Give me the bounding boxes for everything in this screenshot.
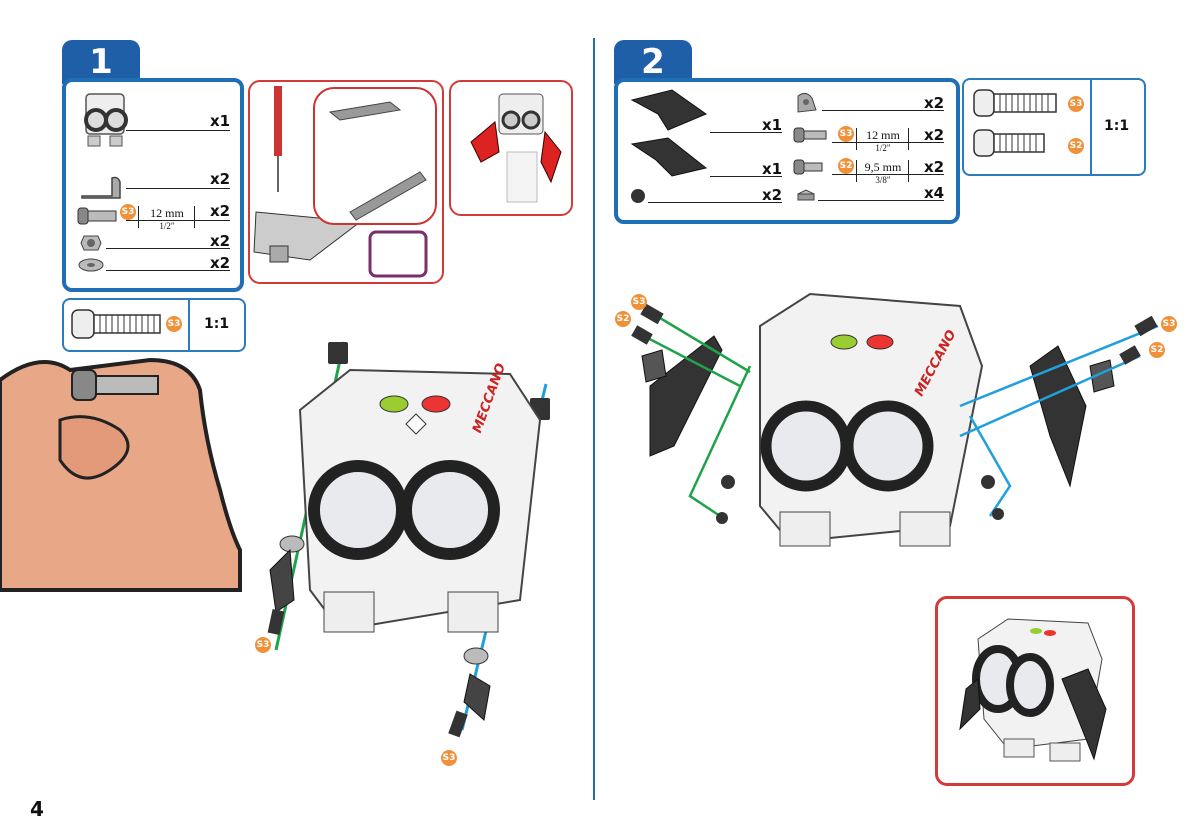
step2-scale-label: 1:1 — [1104, 118, 1129, 134]
screw-scale-icon — [72, 308, 164, 340]
page-number: 4 — [30, 797, 44, 821]
step1-qty-bracket: x2 — [210, 170, 230, 188]
step1-scale-label: 1:1 — [204, 316, 229, 332]
hand-holding-screw-illustration — [0, 350, 240, 590]
arm-plate-icon — [628, 86, 708, 132]
step2-robot-assembly-illustration — [610, 286, 1180, 566]
step2-callout-badge-s3-left: S3 — [631, 294, 647, 310]
step2-scale-badge-s2: S2 — [1068, 138, 1084, 154]
screw-icon — [794, 158, 824, 176]
screwdriver-illustration — [250, 82, 442, 282]
step2-callout-badge-s2-left: S2 — [615, 311, 631, 327]
step1-qty-head: x1 — [210, 112, 230, 130]
page-divider — [593, 38, 595, 800]
step2-callout-badge-s3-right: S3 — [1161, 316, 1177, 332]
step1-result-preview-frame — [449, 80, 573, 216]
step2-callout-badge-s2-right: S2 — [1149, 342, 1165, 358]
robot-preview-illustration — [938, 599, 1132, 783]
step1-screw-badge: S3 — [120, 204, 136, 220]
step1-scale-badge: S3 — [166, 316, 182, 332]
robot-preview-illustration — [451, 82, 571, 214]
angle-bracket-icon — [794, 90, 820, 116]
washer-icon — [78, 258, 104, 272]
step1-tool-detail-frame — [248, 80, 444, 284]
robot-head-icon — [74, 90, 134, 152]
angle-bracket-icon — [80, 174, 124, 200]
screw-s2-scale-icon — [974, 128, 1048, 158]
screw-icon — [794, 126, 828, 144]
step2-scale-box: S3 S2 1:1 — [962, 78, 1146, 176]
square-nut-icon — [796, 188, 816, 204]
nut-icon — [630, 188, 646, 204]
step2-scale-badge-s3: S3 — [1068, 96, 1084, 112]
step2-screw-s3-badge: S3 — [838, 126, 854, 142]
arm-plate-icon — [628, 134, 708, 180]
screw-s3-scale-icon — [974, 88, 1058, 118]
step1-callout-badge-right: S3 — [441, 750, 457, 766]
screw-icon — [78, 206, 118, 226]
step2-screw-s2-badge: S2 — [838, 158, 854, 174]
nut-icon — [80, 234, 102, 252]
step1-qty-screw: x2 — [210, 202, 230, 220]
step1-callout-badge-left: S3 — [255, 637, 271, 653]
step2-result-preview-frame — [935, 596, 1135, 786]
step1-robot-assembly-illustration — [240, 330, 580, 770]
step1-scale-box: S3 1:1 — [62, 298, 246, 352]
